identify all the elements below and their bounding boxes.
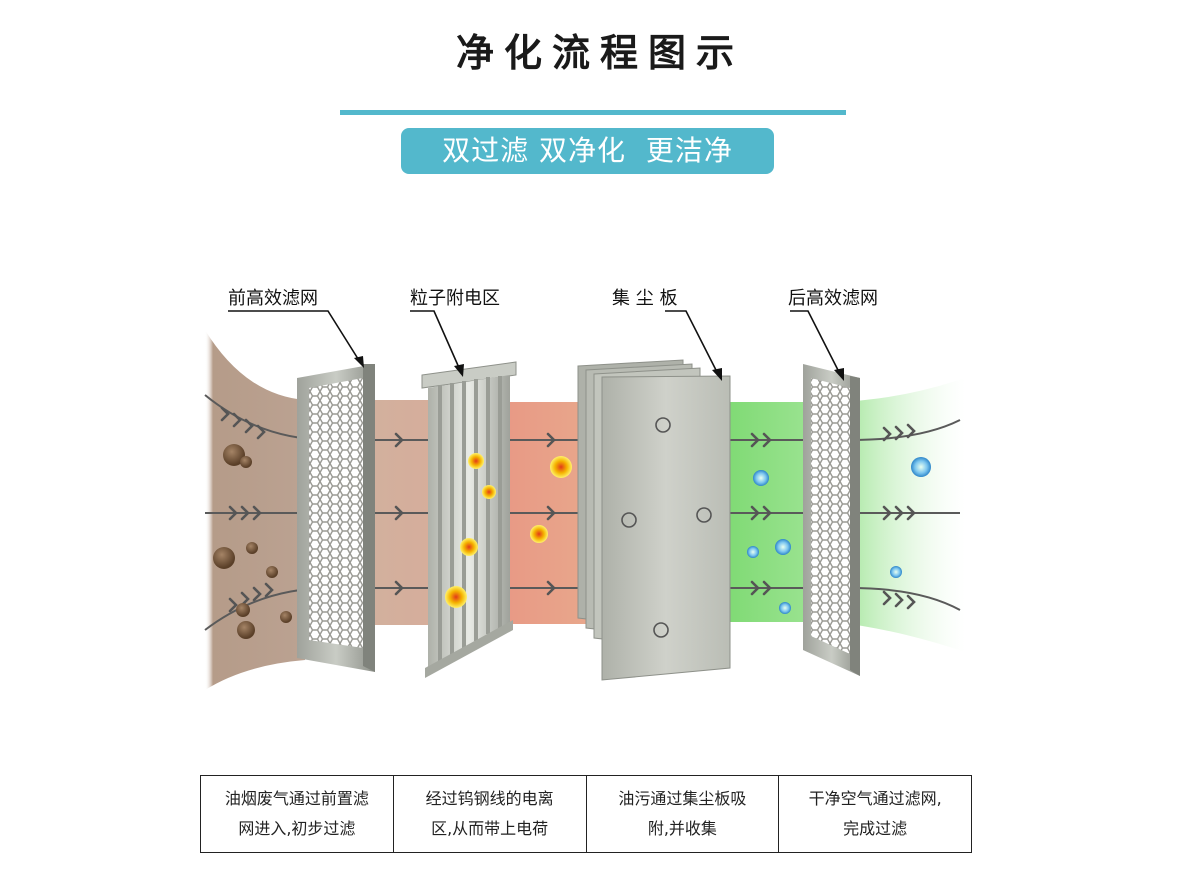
caption-cell-2: 经过钨钢线的电离 区,从而带上电荷 [392, 776, 586, 852]
clean-particles [747, 457, 931, 614]
ionizer-section [421, 361, 517, 678]
caption-cell-1: 油烟废气通过前置滤 网进入,初步过滤 [201, 776, 393, 852]
page-title: 净化流程图示 [455, 31, 744, 75]
label-post-filter: 后高效滤网 [788, 288, 878, 309]
caption-1-line-1: 油烟废气通过前置滤 [224, 789, 369, 808]
subtitle-banner: 双过滤 双净化 更洁净 [401, 128, 774, 174]
caption-2-line-1: 经过钨钢线的电离 [425, 789, 554, 808]
label-ionizer: 粒子附电区 [410, 288, 500, 309]
label-collector: 集 尘 板 [612, 288, 677, 309]
pre-filter [297, 364, 375, 672]
label-leaders [228, 310, 841, 375]
title-underline [340, 110, 846, 115]
label-pre-filter: 前高效滤网 [228, 288, 318, 309]
caption-3-line-2: 附,并收集 [647, 819, 717, 838]
dirty-particles [213, 444, 292, 639]
caption-table: 油烟废气通过前置滤 网进入,初步过滤 经过钨钢线的电离 区,从而带上电荷 油污通… [200, 775, 972, 853]
charged-particles [445, 453, 572, 608]
flow-arrows [220, 406, 916, 613]
caption-3-line-1: 油污通过集尘板吸 [618, 789, 747, 808]
caption-cell-4: 干净空气通过滤网, 完成过滤 [778, 776, 971, 852]
caption-cell-3: 油污通过集尘板吸 附,并收集 [585, 776, 779, 852]
smoke-zone [205, 330, 305, 690]
caption-4-line-1: 干净空气通过滤网, [808, 789, 942, 808]
caption-4-line-2: 完成过滤 [843, 819, 908, 838]
post-filter [803, 364, 860, 676]
caption-2-line-2: 区,从而带上电荷 [431, 819, 549, 838]
caption-1-line-2: 网进入,初步过滤 [238, 819, 356, 838]
label-arrowheads [354, 356, 844, 381]
collector-plates [577, 359, 731, 681]
